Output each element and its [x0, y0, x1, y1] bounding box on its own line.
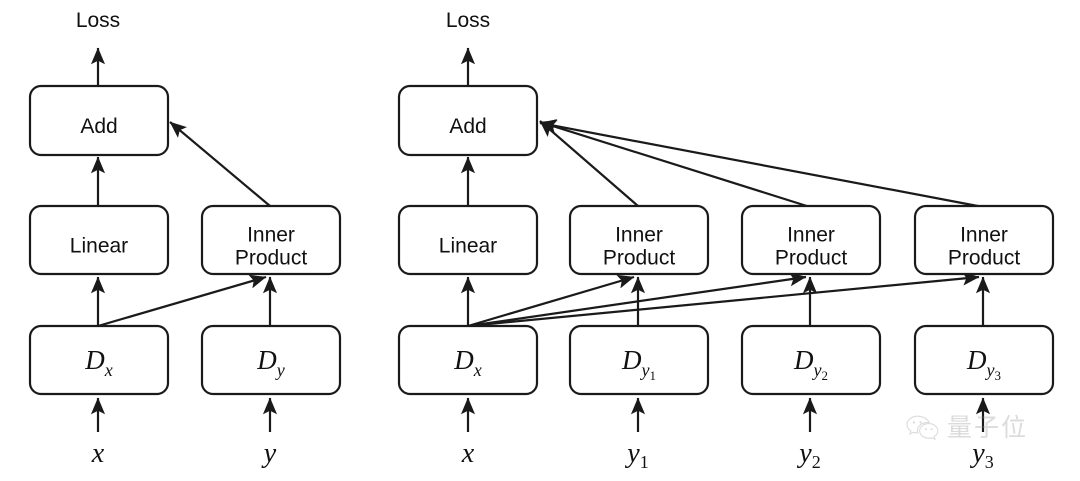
- node-label-inner-left: Inner: [247, 224, 295, 247]
- node-box-add-right[interactable]: [397, 84, 539, 157]
- node-box-dy-left[interactable]: [200, 324, 342, 396]
- watermark-text: 量子位: [947, 412, 1029, 442]
- node-label-dy1: Dy1: [621, 345, 656, 383]
- node-label-inner-3: Inner: [960, 224, 1008, 247]
- edge-arrow: [467, 274, 635, 328]
- node-label-add-left: Add: [80, 115, 117, 138]
- node-box-dy2[interactable]: [740, 324, 882, 396]
- node-label-dy3: Dy3: [966, 345, 1001, 383]
- wechat-icon: [906, 415, 939, 440]
- node-label-linear-right: Linear: [439, 235, 497, 258]
- edge-arrow: [169, 121, 271, 207]
- edge-arrow: [467, 271, 980, 328]
- input-label-input-x-right: x: [461, 438, 475, 469]
- input-label-input-y3: y3: [969, 438, 993, 472]
- input-label-input-y-left: y: [261, 438, 277, 469]
- input-label-input-y1: y1: [624, 438, 648, 472]
- node-box-dy1[interactable]: [568, 324, 710, 396]
- nodes-group: [28, 84, 1055, 396]
- input-label-input-y2: y2: [796, 438, 820, 472]
- edges-group: [90, 47, 991, 432]
- node-box-inner-3[interactable]: [913, 204, 1055, 276]
- node-label-inner-left: Product: [235, 247, 308, 270]
- edge-arrow: [539, 120, 811, 209]
- node-box-add-left[interactable]: [28, 84, 170, 157]
- node-label-inner-2: Product: [775, 247, 848, 270]
- edge-arrow: [97, 274, 267, 328]
- node-label-inner-1: Inner: [615, 224, 663, 247]
- qbitai-watermark: 量子位: [905, 414, 1028, 440]
- node-label-dx-right: Dx: [453, 345, 482, 380]
- node-label-dy2: Dy2: [793, 345, 828, 383]
- edge-arrow: [539, 120, 639, 207]
- edge-arrow: [539, 119, 984, 209]
- node-box-inner-1[interactable]: [568, 204, 710, 276]
- loss-label-multi-negative: Loss: [446, 9, 490, 32]
- loss-label-single-negative: Loss: [76, 9, 120, 32]
- node-box-inner-left[interactable]: [200, 204, 342, 276]
- node-box-dy3[interactable]: [913, 324, 1055, 396]
- input-label-input-x-left: x: [91, 438, 105, 469]
- node-box-linear-left[interactable]: [28, 204, 170, 276]
- node-box-linear-right[interactable]: [397, 204, 539, 276]
- node-label-add-right: Add: [449, 115, 486, 138]
- node-box-dx-left[interactable]: [28, 324, 170, 396]
- node-label-dx-left: Dx: [84, 345, 113, 380]
- node-label-linear-left: Linear: [70, 235, 128, 258]
- node-label-inner-2: Inner: [787, 224, 835, 247]
- node-box-dx-right[interactable]: [397, 324, 539, 396]
- node-box-inner-2[interactable]: [740, 204, 882, 276]
- node-label-inner-1: Product: [603, 247, 676, 270]
- node-label-inner-3: Product: [948, 247, 1021, 270]
- node-label-dy-left: Dy: [256, 345, 285, 380]
